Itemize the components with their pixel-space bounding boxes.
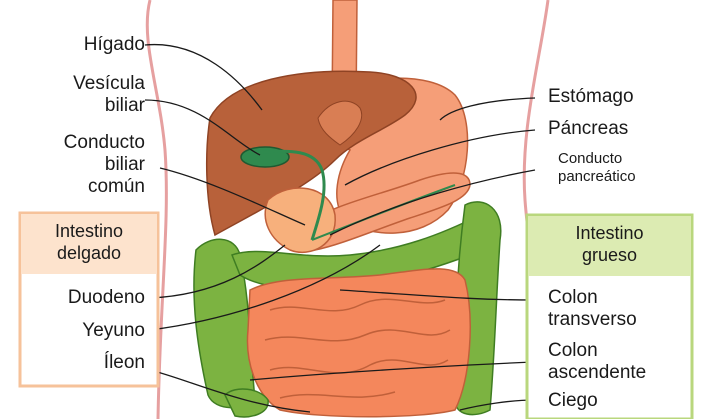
liver-right-lobe (317, 100, 363, 146)
label-yeyuno: Yeyuno (82, 320, 145, 341)
small-intestine-folds (264, 298, 451, 399)
label-duodeno: Duodeno (67, 287, 145, 308)
label-estomago: Estómago (548, 86, 634, 107)
label-ciego: Ciego (548, 390, 598, 411)
bile-duct (261, 149, 326, 241)
body-outline (145, 0, 168, 419)
label-higado: Hígado (83, 34, 145, 55)
cecum (224, 388, 269, 418)
duodenum (264, 187, 336, 254)
label-pancreas: Páncreas (548, 118, 629, 139)
label-ileon: Íleon (103, 352, 145, 373)
pancreas (304, 172, 471, 251)
callout-lines (144, 43, 536, 413)
liver (206, 70, 417, 237)
